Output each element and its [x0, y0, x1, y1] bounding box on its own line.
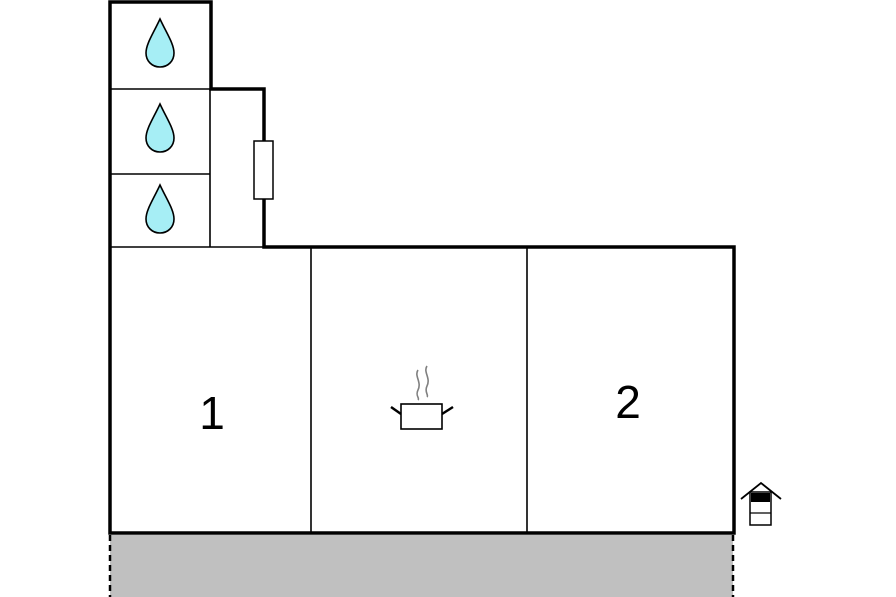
cooking-pot-icon	[390, 365, 454, 430]
window	[253, 140, 274, 200]
bathroom-2	[145, 102, 175, 153]
room-label-2: 2	[615, 376, 641, 428]
bathroom-1	[145, 17, 175, 68]
bathroom-3	[145, 183, 175, 234]
room-label-1: 1	[199, 387, 225, 439]
terrace	[108, 535, 735, 597]
water-drop-icon	[145, 17, 175, 68]
entrance-house-icon	[740, 481, 782, 526]
interior-walls	[110, 88, 528, 533]
water-drop-icon	[145, 183, 175, 234]
exterior-walls	[108, 0, 736, 535]
water-drop-icon	[145, 102, 175, 153]
